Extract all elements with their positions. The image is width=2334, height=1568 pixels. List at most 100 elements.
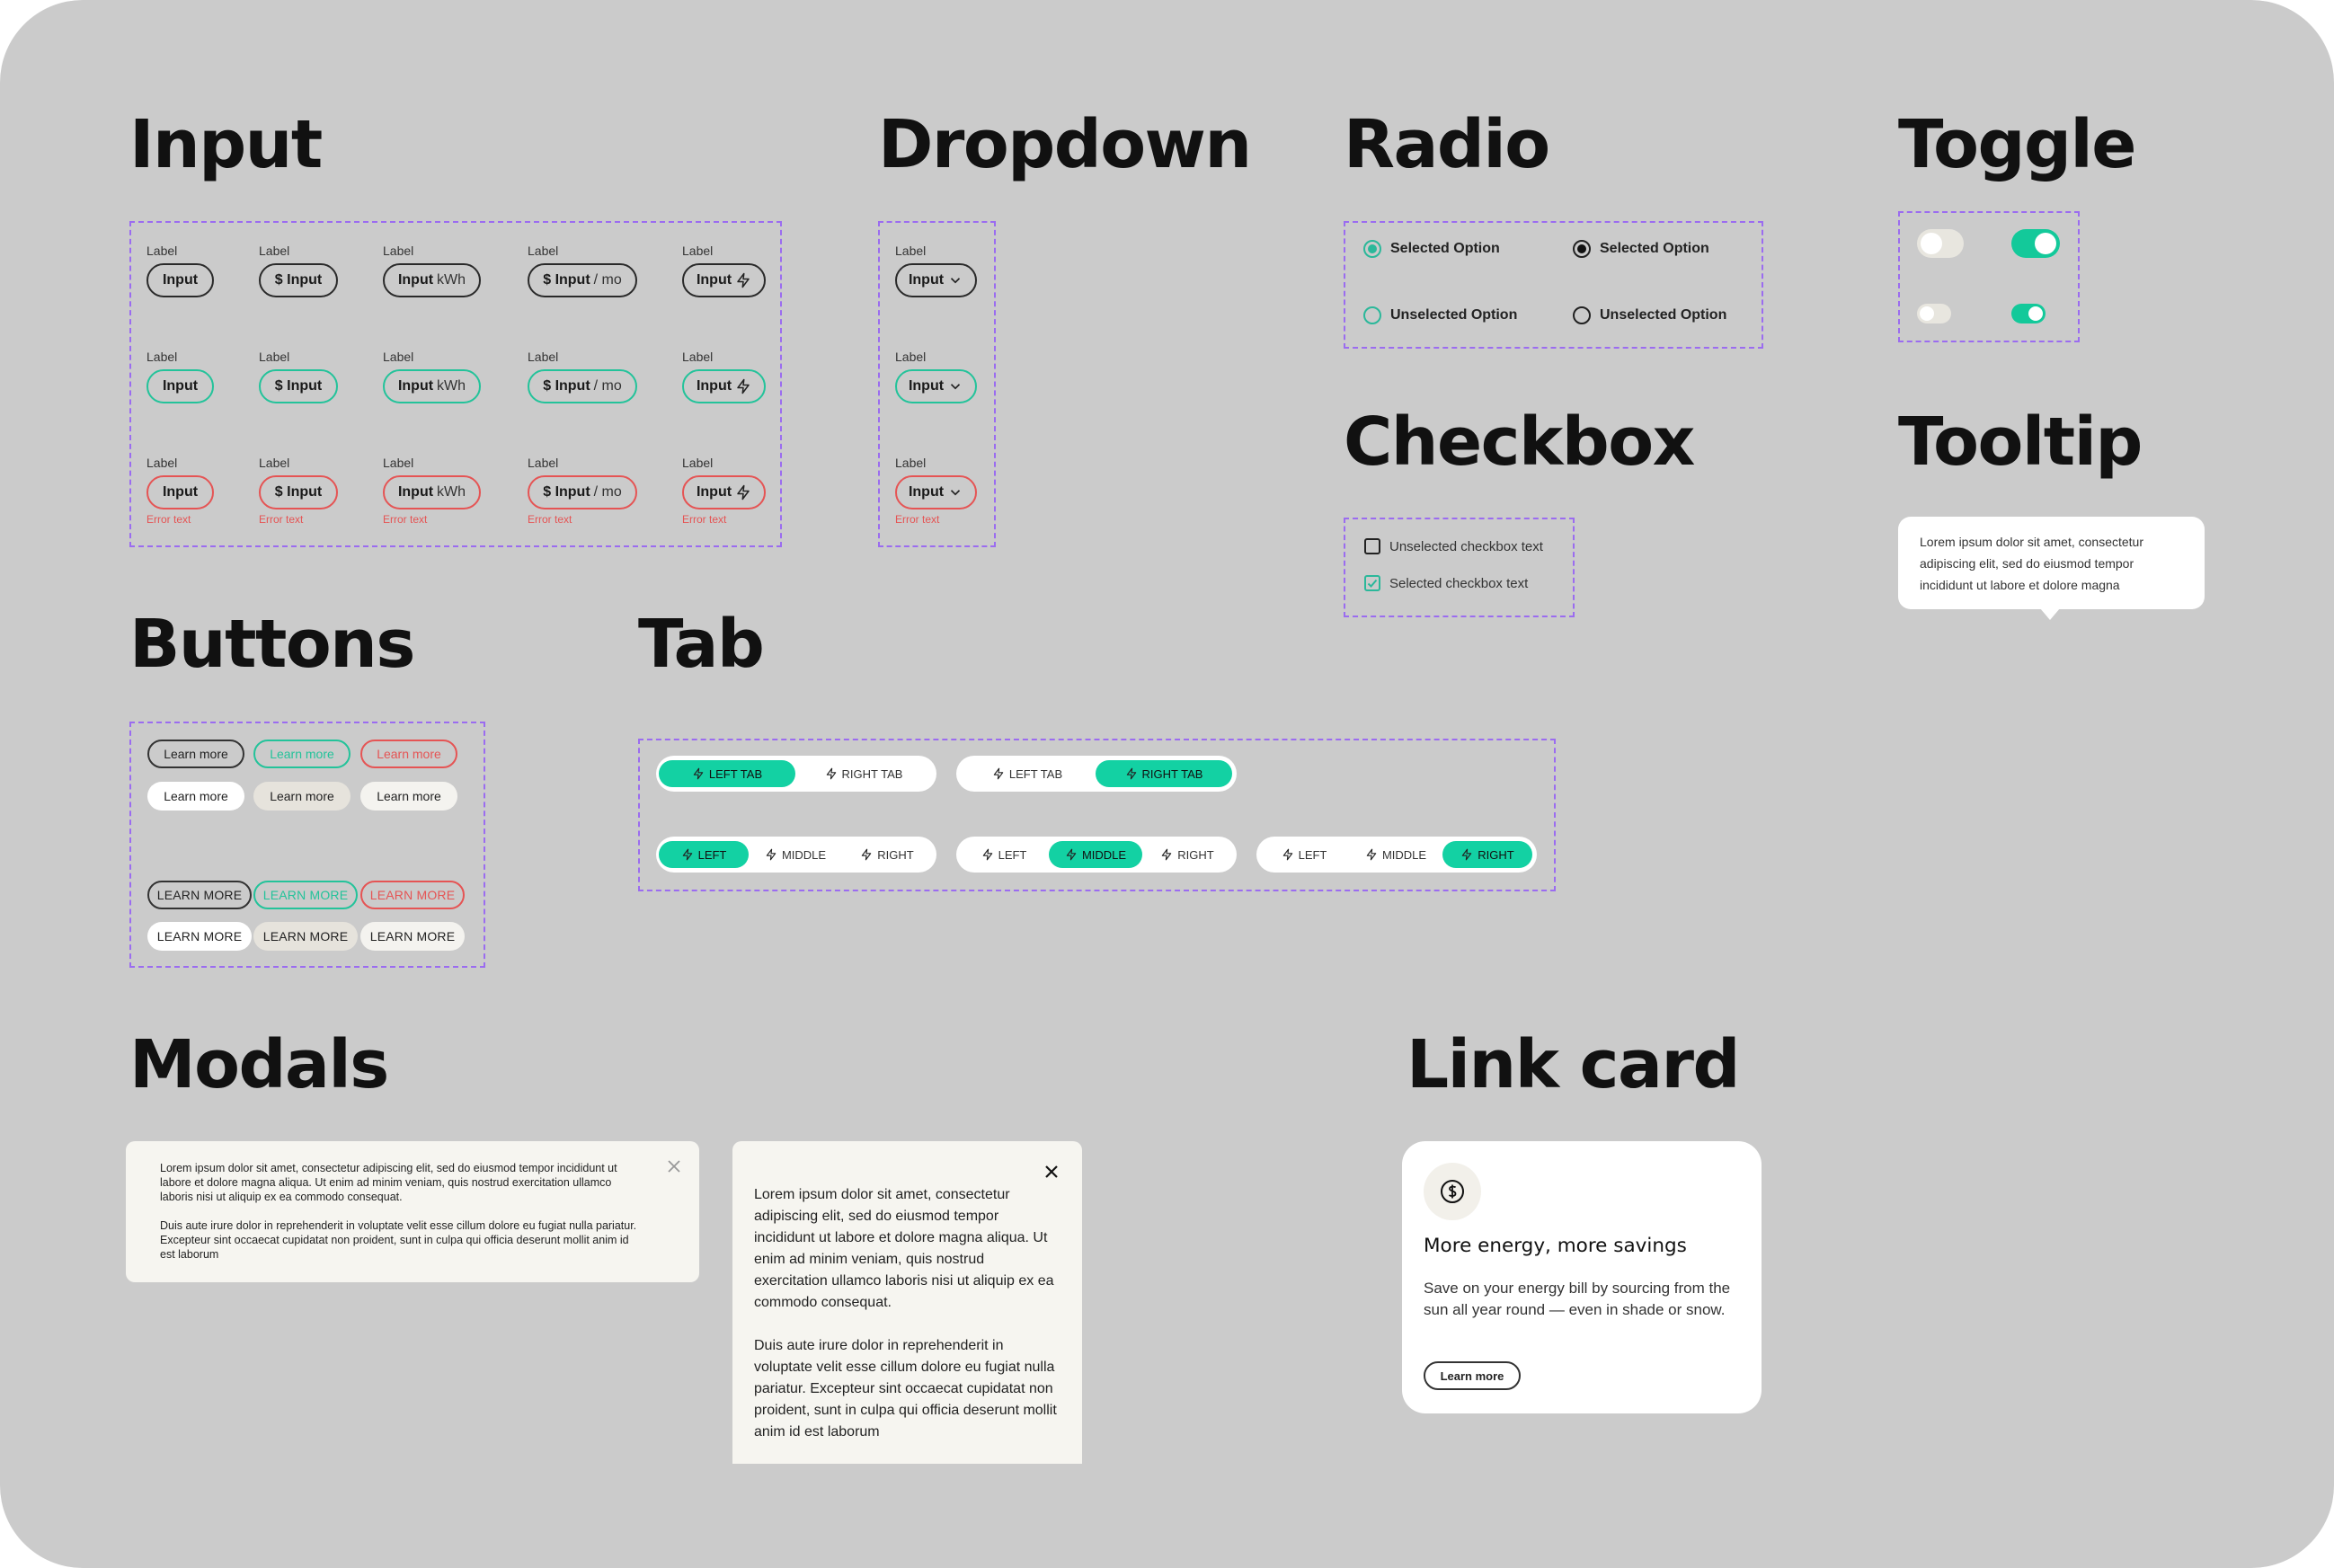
input-value: Input: [696, 272, 732, 288]
dropdown-select-error[interactable]: Input: [895, 475, 977, 509]
input-field-dollar-error[interactable]: $ Input: [259, 475, 338, 509]
learn-more-upper-light-button[interactable]: LEARN MORE: [360, 922, 465, 951]
link-card-title: More energy, more savings: [1424, 1235, 1687, 1257]
tab-right[interactable]: RIGHT: [842, 841, 932, 868]
tab-middle[interactable]: MIDDLE: [749, 841, 842, 868]
dropdown-select-success[interactable]: Input: [895, 369, 977, 403]
tab-left[interactable]: LEFT: [1259, 841, 1349, 868]
error-text: Error text: [528, 513, 572, 526]
input-value: Input: [397, 272, 434, 288]
tab-right[interactable]: RIGHT: [1442, 841, 1532, 868]
learn-more-upper-white-button[interactable]: LEARN MORE: [147, 922, 252, 951]
checkbox-unselected[interactable]: [1364, 538, 1380, 554]
dropdown-select-default[interactable]: Input: [895, 263, 977, 297]
tab-left[interactable]: LEFT: [959, 841, 1049, 868]
learn-more-button[interactable]: Learn more: [1424, 1361, 1521, 1390]
input-field-bolt-success[interactable]: Input: [682, 369, 766, 403]
learn-more-white-button[interactable]: Learn more: [147, 782, 244, 811]
input-field-mo-error[interactable]: $ Input/ mo: [528, 475, 637, 509]
learn-more-upper-outline-dark-button[interactable]: LEARN MORE: [147, 881, 252, 909]
input-unit: kWh: [437, 272, 466, 288]
input-field-mo-default[interactable]: $ Input/ mo: [528, 263, 637, 297]
heading-radio: Radio: [1344, 106, 1550, 183]
input-field-dollar-default[interactable]: $ Input: [259, 263, 338, 297]
learn-more-light-button[interactable]: Learn more: [360, 782, 457, 811]
close-icon[interactable]: [663, 1156, 685, 1177]
dropdown-value: Input: [908, 484, 945, 500]
learn-more-outline-red-button[interactable]: Learn more: [360, 740, 457, 768]
tab-bar-two-right-active: LEFT TAB RIGHT TAB: [956, 756, 1237, 792]
learn-more-beige-button[interactable]: Learn more: [253, 782, 351, 811]
tab-right-tab[interactable]: RIGHT TAB: [795, 760, 932, 787]
input-unit: kWh: [437, 378, 466, 394]
dropdown-label: Label: [895, 350, 927, 364]
checkbox-selected[interactable]: [1364, 575, 1380, 591]
input-field-plain-error[interactable]: Input: [146, 475, 214, 509]
error-text: Error text: [259, 513, 304, 526]
bolt-icon: [1282, 848, 1292, 861]
input-value: Input: [696, 484, 732, 500]
learn-more-outline-dark-button[interactable]: Learn more: [147, 740, 244, 768]
dropdown-value: Input: [908, 378, 945, 394]
heading-tab: Tab: [638, 606, 765, 683]
input-label: Label: [383, 244, 414, 258]
radio-unselected-dark[interactable]: [1573, 306, 1591, 324]
tab-label: RIGHT TAB: [1141, 766, 1203, 781]
learn-more-upper-outline-green-button[interactable]: LEARN MORE: [253, 881, 358, 909]
input-field-mo-success[interactable]: $ Input/ mo: [528, 369, 637, 403]
tooltip-bubble: Lorem ipsum dolor sit amet, consectetur …: [1898, 517, 2205, 609]
bolt-icon: [1126, 767, 1136, 780]
input-field-plain-success[interactable]: Input: [146, 369, 214, 403]
tab-right-tab[interactable]: RIGHT TAB: [1096, 760, 1232, 787]
tab-left-tab[interactable]: LEFT TAB: [959, 760, 1096, 787]
input-value: Input: [696, 378, 732, 394]
modal-narrow: Lorem ipsum dolor sit amet, consectetur …: [732, 1141, 1082, 1464]
input-unit: kWh: [437, 484, 466, 500]
link-card[interactable]: More energy, more savings Save on your e…: [1402, 1141, 1762, 1413]
input-value: $ Input: [274, 272, 323, 288]
tab-label: LEFT: [697, 847, 727, 862]
tab-middle[interactable]: MIDDLE: [1349, 841, 1442, 868]
bolt-icon: [737, 484, 750, 501]
radio-selected-dark[interactable]: [1573, 240, 1591, 258]
toggle-large-off[interactable]: [1917, 229, 1964, 258]
input-value: Input: [162, 378, 199, 394]
tab-left[interactable]: LEFT: [659, 841, 749, 868]
chevron-down-icon: [950, 384, 961, 390]
bolt-icon: [766, 848, 777, 861]
close-icon[interactable]: [1041, 1161, 1062, 1183]
toggle-large-on[interactable]: [2011, 229, 2060, 258]
tab-left-tab[interactable]: LEFT TAB: [659, 760, 795, 787]
tab-right[interactable]: RIGHT: [1142, 841, 1232, 868]
learn-more-upper-outline-red-button[interactable]: LEARN MORE: [360, 881, 465, 909]
bolt-icon: [693, 767, 704, 780]
input-unit: / mo: [593, 484, 622, 500]
bolt-icon: [737, 272, 750, 288]
input-value: Input: [397, 378, 434, 394]
tab-label: MIDDLE: [1381, 847, 1427, 862]
input-field-dollar-success[interactable]: $ Input: [259, 369, 338, 403]
learn-more-outline-green-button[interactable]: Learn more: [253, 740, 351, 768]
toggle-small-off[interactable]: [1917, 304, 1951, 323]
bolt-icon: [826, 767, 836, 780]
bolt-icon: [1162, 848, 1172, 861]
learn-more-upper-beige-button[interactable]: LEARN MORE: [253, 922, 358, 951]
modal-paragraph: Duis aute irure dolor in reprehenderit i…: [160, 1219, 637, 1261]
tab-label: RIGHT: [1478, 847, 1514, 862]
buttons-variants-frame: [129, 722, 485, 968]
input-field-plain-default[interactable]: Input: [146, 263, 214, 297]
tab-bar-two-left-active: LEFT TAB RIGHT TAB: [656, 756, 936, 792]
toggle-small-on[interactable]: [2011, 304, 2046, 323]
tab-label: RIGHT: [877, 847, 914, 862]
input-field-bolt-default[interactable]: Input: [682, 263, 766, 297]
bolt-icon: [993, 767, 1004, 780]
heading-toggle: Toggle: [1898, 106, 2136, 183]
bolt-icon: [1066, 848, 1077, 861]
radio-unselected-accent[interactable]: [1363, 306, 1381, 324]
tab-middle[interactable]: MIDDLE: [1049, 841, 1142, 868]
input-field-bolt-error[interactable]: Input: [682, 475, 766, 509]
radio-selected-accent[interactable]: [1363, 240, 1381, 258]
